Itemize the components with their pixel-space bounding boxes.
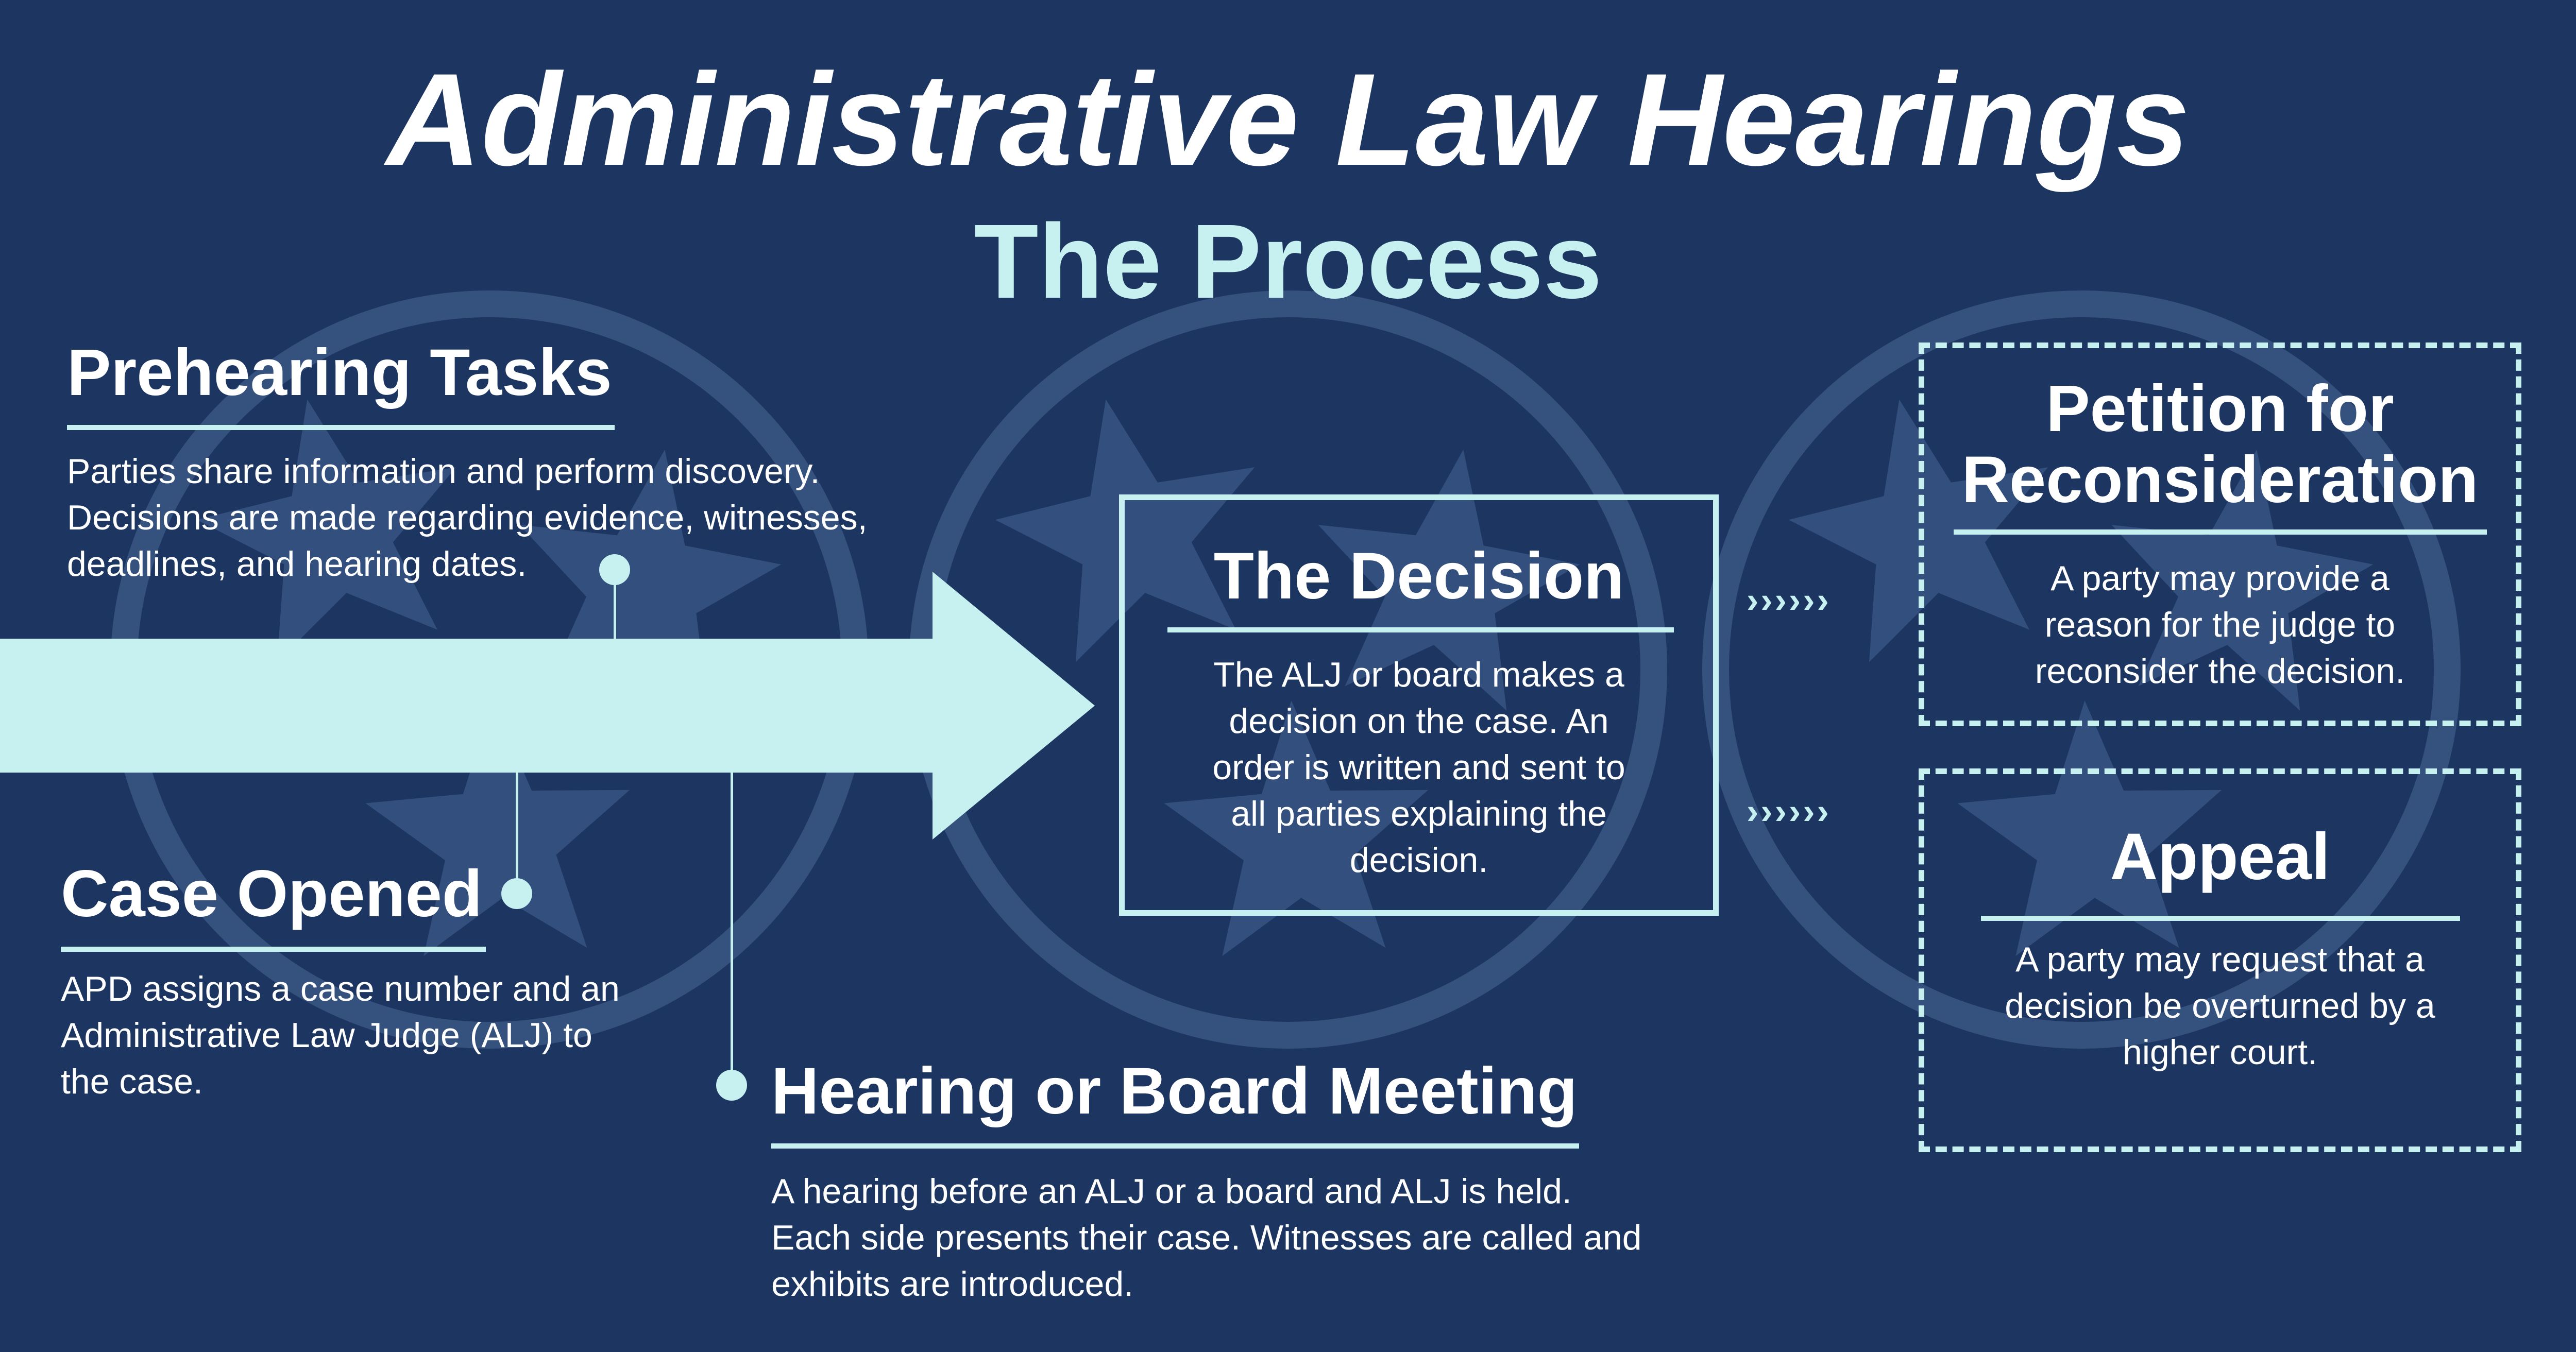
hearing-connector-line	[731, 772, 733, 1081]
petition-text: A party may provide a reason for the jud…	[1919, 555, 2521, 694]
petition-box	[1919, 343, 2521, 726]
appeal-line: higher court.	[2123, 1033, 2317, 1072]
prehearing-heading: Prehearing Tasks	[67, 336, 612, 409]
petition-rule	[1954, 529, 2487, 535]
seal-star	[1788, 399, 2048, 662]
chevrons-to-petition: ››››››	[1747, 580, 1831, 620]
appeal-rule	[1981, 916, 2460, 921]
petition-heading: Petition for Reconsideration	[1919, 373, 2521, 516]
page-subtitle: The Process	[974, 202, 1602, 320]
hearing-text: A hearing before an ALJ or a board and A…	[771, 1168, 1802, 1307]
page-title: Administrative Law Hearings	[386, 46, 2190, 193]
appeal-heading: Appeal	[2110, 820, 2330, 894]
case-opened-line: APD assigns a case number and an	[61, 969, 620, 1008]
case-opened-text: APD assigns a case number and an Adminis…	[61, 966, 731, 1105]
petition-heading-line: Reconsideration	[1961, 443, 2479, 517]
watermark-seals	[110, 290, 2461, 1049]
seal-star	[1318, 450, 1580, 711]
hearing-line: Each side presents their case. Witnesses…	[771, 1218, 1642, 1257]
hearing-marker-dot	[716, 1070, 747, 1101]
prehearing-line: deadlines, and hearing dates.	[67, 544, 527, 584]
seal-star	[1957, 700, 2222, 956]
case-opened-line: the case.	[61, 1062, 203, 1101]
chevrons-to-appeal: ››››››	[1747, 791, 1831, 831]
case-opened-connector-line	[516, 772, 518, 895]
prehearing-rule	[67, 425, 615, 430]
hearing-line: A hearing before an ALJ or a board and A…	[771, 1172, 1572, 1211]
prehearing-marker-dot	[599, 554, 630, 585]
appeal-text: A party may request that a decision be o…	[1919, 936, 2521, 1075]
prehearing-line: Parties share information and perform di…	[67, 452, 820, 491]
decision-line: decision.	[1349, 841, 1488, 880]
decision-line: The ALJ or board makes a	[1213, 655, 1624, 694]
timeline-arrow	[0, 572, 1095, 840]
decision-line: all parties explaining the	[1231, 794, 1607, 833]
seal-star	[196, 399, 456, 662]
prehearing-text: Parties share information and perform di…	[67, 448, 994, 587]
decision-line: order is written and sent to	[1212, 748, 1625, 787]
petition-line: reason for the judge to	[2044, 605, 2396, 644]
seal-star	[2111, 450, 2374, 711]
prehearing-connector-line	[614, 582, 616, 640]
decision-text: The ALJ or board makes a decision on the…	[1119, 652, 1719, 883]
case-opened-rule	[61, 947, 486, 952]
case-opened-heading: Case Opened	[61, 857, 483, 931]
seal-star	[1164, 700, 1429, 956]
petition-line: A party may provide a	[2050, 559, 2389, 598]
appeal-line: A party may request that a	[2015, 940, 2425, 979]
hearing-line: exhibits are introduced.	[771, 1264, 1134, 1304]
decision-rule	[1167, 627, 1674, 632]
appeal-line: decision be overturned by a	[2005, 986, 2435, 1025]
seal-star	[995, 399, 1255, 662]
decision-box	[1119, 494, 1719, 916]
hearing-rule	[771, 1143, 1579, 1149]
case-opened-marker-dot	[501, 878, 532, 909]
appeal-box	[1919, 768, 2521, 1152]
petition-line: reconsider the decision.	[2035, 652, 2405, 691]
petition-heading-line: Petition for	[2046, 372, 2394, 446]
case-opened-line: Administrative Law Judge (ALJ) to	[61, 1016, 592, 1055]
seal-star	[365, 700, 630, 956]
decision-heading: The Decision	[1213, 539, 1624, 613]
prehearing-line: Decisions are made regarding evidence, w…	[67, 498, 868, 537]
decision-line: decision on the case. An	[1229, 701, 1609, 741]
hearing-heading: Hearing or Board Meeting	[771, 1054, 1578, 1128]
